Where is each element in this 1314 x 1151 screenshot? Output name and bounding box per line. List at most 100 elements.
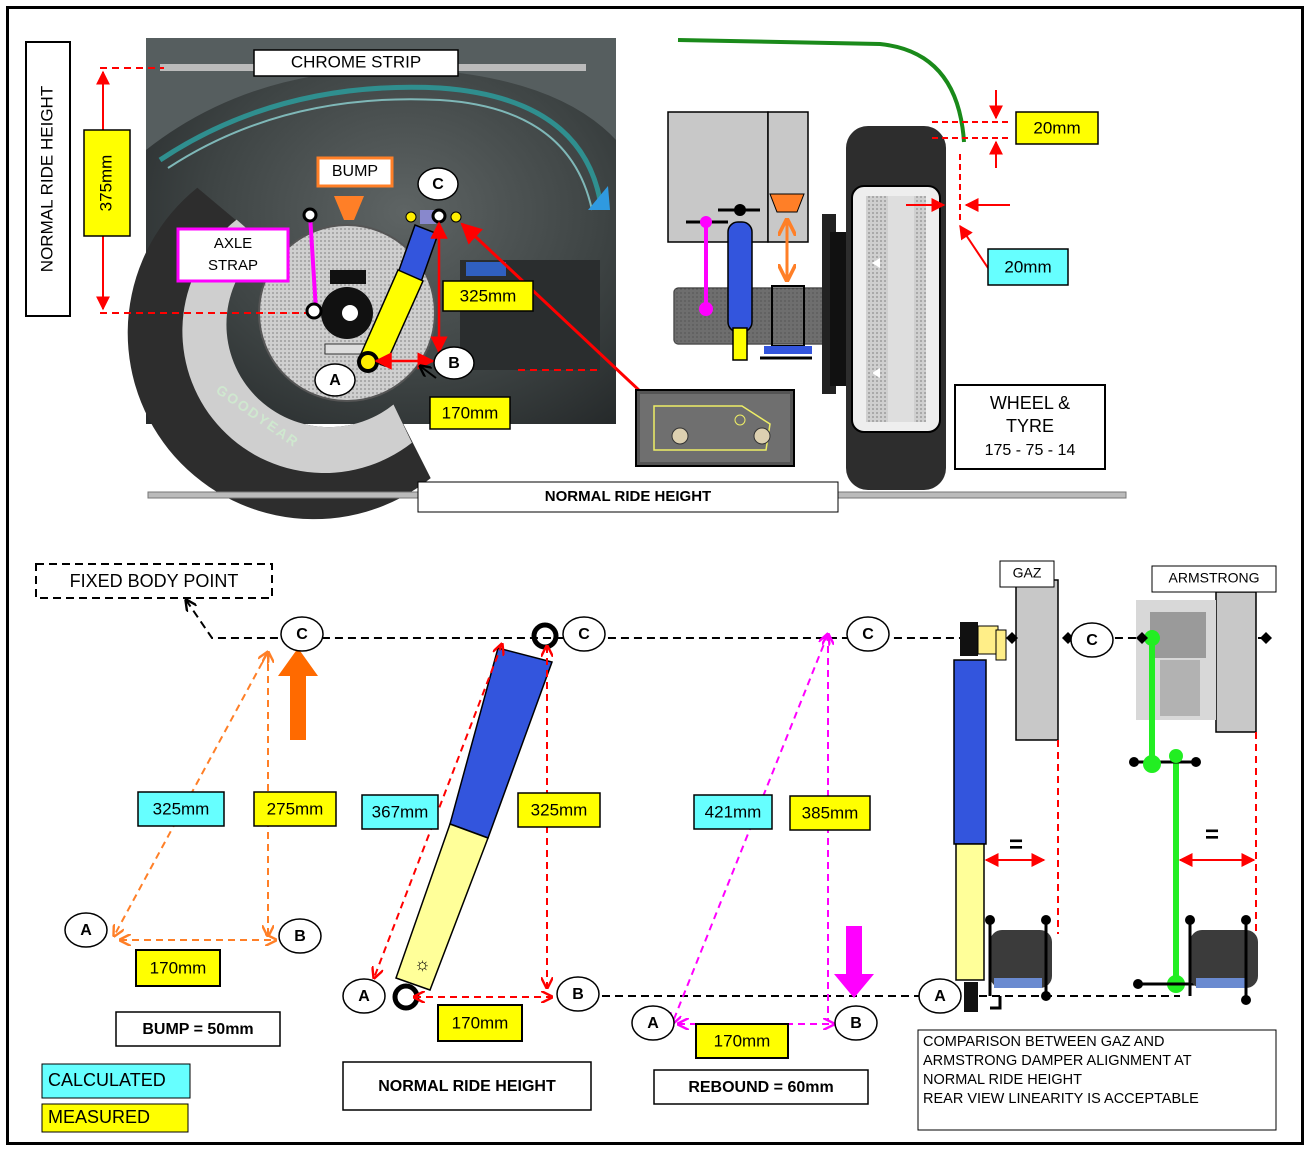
svg-text:STRAP: STRAP [208,257,258,274]
normal-ride-height-vertical-label: NORMAL RIDE HEIGHT [25,41,71,317]
gaz-point-a: A [918,978,962,1014]
bump-calc-label: 325mm [137,791,225,827]
svg-text:A: A [358,988,370,1005]
chrome-strip: CHROME STRIP [160,49,586,77]
gaz-equals: = [1009,831,1023,858]
legend-measured: MEASURED [41,1103,189,1133]
svg-text:325mm: 325mm [531,800,588,819]
bracket-photo-inset [635,389,795,467]
rear-view-assembly [667,111,946,490]
bump-title: BUMP = 50mm [115,1011,281,1047]
svg-text:FIXED BODY POINT: FIXED BODY POINT [70,571,239,591]
top-point-a: A [314,363,356,397]
top-point-c: C [417,167,459,201]
comparison-note: COMPARISON BETWEEN GAZ AND ARMSTRONG DAM… [917,1029,1277,1131]
armstrong-comparison: ARMSTRONG = [1129,565,1277,1005]
c-reference-line [186,600,1268,639]
svg-text:C: C [432,176,444,193]
svg-text:325mm: 325mm [460,286,517,305]
svg-text:NORMAL RIDE HEIGHT: NORMAL RIDE HEIGHT [923,1072,1082,1088]
svg-text:385mm: 385mm [802,803,859,822]
dim-375-label: 375mm [96,155,115,212]
svg-text:ARMSTRONG DAMPER ALIGNMENT AT: ARMSTRONG DAMPER ALIGNMENT AT [923,1053,1192,1069]
rebound-point-a: A [631,1005,675,1041]
rebound-base-label: 170mm [695,1023,789,1059]
svg-text:C: C [578,626,590,643]
svg-text:GAZ: GAZ [1013,565,1042,581]
svg-text:170mm: 170mm [452,1013,509,1032]
fixed-body-point-label: FIXED BODY POINT [35,563,273,599]
rebound-title: REBOUND = 60mm [653,1069,869,1105]
rebound-point-c: C [846,616,890,652]
legend-calculated: CALCULATED [41,1063,191,1099]
dim-20mm-vertical: 20mm [932,90,1099,168]
svg-text:325mm: 325mm [153,799,210,818]
svg-text:BUMP = 50mm: BUMP = 50mm [142,1021,253,1038]
svg-text:B: B [294,928,306,945]
bump-point-a: A [64,912,108,948]
svg-text:C: C [296,626,308,643]
wheel-tyre-label: WHEEL & TYRE 175 - 75 - 14 [954,384,1106,470]
dim-375-group: 375mm [83,67,312,314]
normal-title: NORMAL RIDE HEIGHT [342,1061,592,1111]
normal-calc-label: 367mm [361,794,439,830]
svg-text:WHEEL &: WHEEL & [990,393,1070,413]
svg-text:20mm: 20mm [1004,257,1051,276]
svg-text:421mm: 421mm [705,802,762,821]
svg-text:ARMSTRONG: ARMSTRONG [1169,570,1260,586]
bump-base-label: 170mm [135,949,221,987]
normal-base-label: 170mm [437,1004,523,1042]
blue-triangle-marker [588,186,610,210]
rebound-calc-label: 421mm [693,794,773,830]
top-shock-absorber [357,208,462,373]
svg-text:BUMP: BUMP [332,163,378,180]
rebound-point-b: B [834,1005,878,1041]
sun-icon: ☼ [414,954,431,974]
svg-text:367mm: 367mm [372,802,429,821]
svg-text:NORMAL RIDE HEIGHT: NORMAL RIDE HEIGHT [545,488,711,505]
bump-point-c: C [280,616,324,652]
svg-text:170mm: 170mm [150,958,207,977]
svg-text:NORMAL RIDE HEIGHT: NORMAL RIDE HEIGHT [378,1078,556,1095]
top-dim-170: 170mm [429,396,511,430]
bump-meas-label: 275mm [253,791,337,827]
normal-point-a: A [342,978,386,1014]
svg-text:CALCULATED: CALCULATED [48,1070,166,1090]
normal-point-b: B [556,976,600,1012]
svg-text:A: A [329,372,341,389]
svg-text:A: A [80,922,92,939]
svg-text:20mm: 20mm [1033,118,1080,137]
svg-text:170mm: 170mm [442,403,499,422]
svg-text:A: A [934,988,946,1005]
ground-bar: NORMAL RIDE HEIGHT [147,481,1127,513]
svg-text:TYRE: TYRE [1006,416,1054,436]
svg-text:C: C [862,626,874,643]
svg-text:B: B [850,1015,862,1032]
svg-text:CHROME STRIP: CHROME STRIP [291,52,421,71]
armstrong-equals: = [1205,821,1219,848]
svg-text:170mm: 170mm [714,1031,771,1050]
svg-text:A: A [647,1015,659,1032]
svg-text:NORMAL RIDE HEIGHT: NORMAL RIDE HEIGHT [37,86,56,272]
normal-meas-label: 325mm [517,792,601,828]
svg-text:275mm: 275mm [267,799,324,818]
svg-text:B: B [448,355,460,372]
svg-text:C: C [1086,632,1098,649]
svg-text:AXLE: AXLE [214,235,252,252]
svg-text:B: B [572,986,584,1003]
normal-point-c: C [562,616,606,652]
bump-group: BUMP [316,156,394,220]
bump-point-b: B [278,918,322,954]
svg-text:REBOUND = 60mm: REBOUND = 60mm [688,1079,833,1096]
svg-text:COMPARISON BETWEEN GAZ AND: COMPARISON BETWEEN GAZ AND [923,1034,1164,1050]
dim-20mm-horizontal: 20mm [906,154,1069,286]
svg-text:MEASURED: MEASURED [48,1107,150,1127]
top-dimension-arrows [374,221,644,395]
svg-text:175 - 75 - 14: 175 - 75 - 14 [985,442,1076,459]
gaz-point-c: C [1070,622,1114,658]
gaz-comparison: GAZ = [953,560,1074,1012]
diagram-frame [6,6,1304,1145]
axle-strap-group: AXLE STRAP [176,207,323,320]
top-dim-325: 325mm [442,280,534,312]
